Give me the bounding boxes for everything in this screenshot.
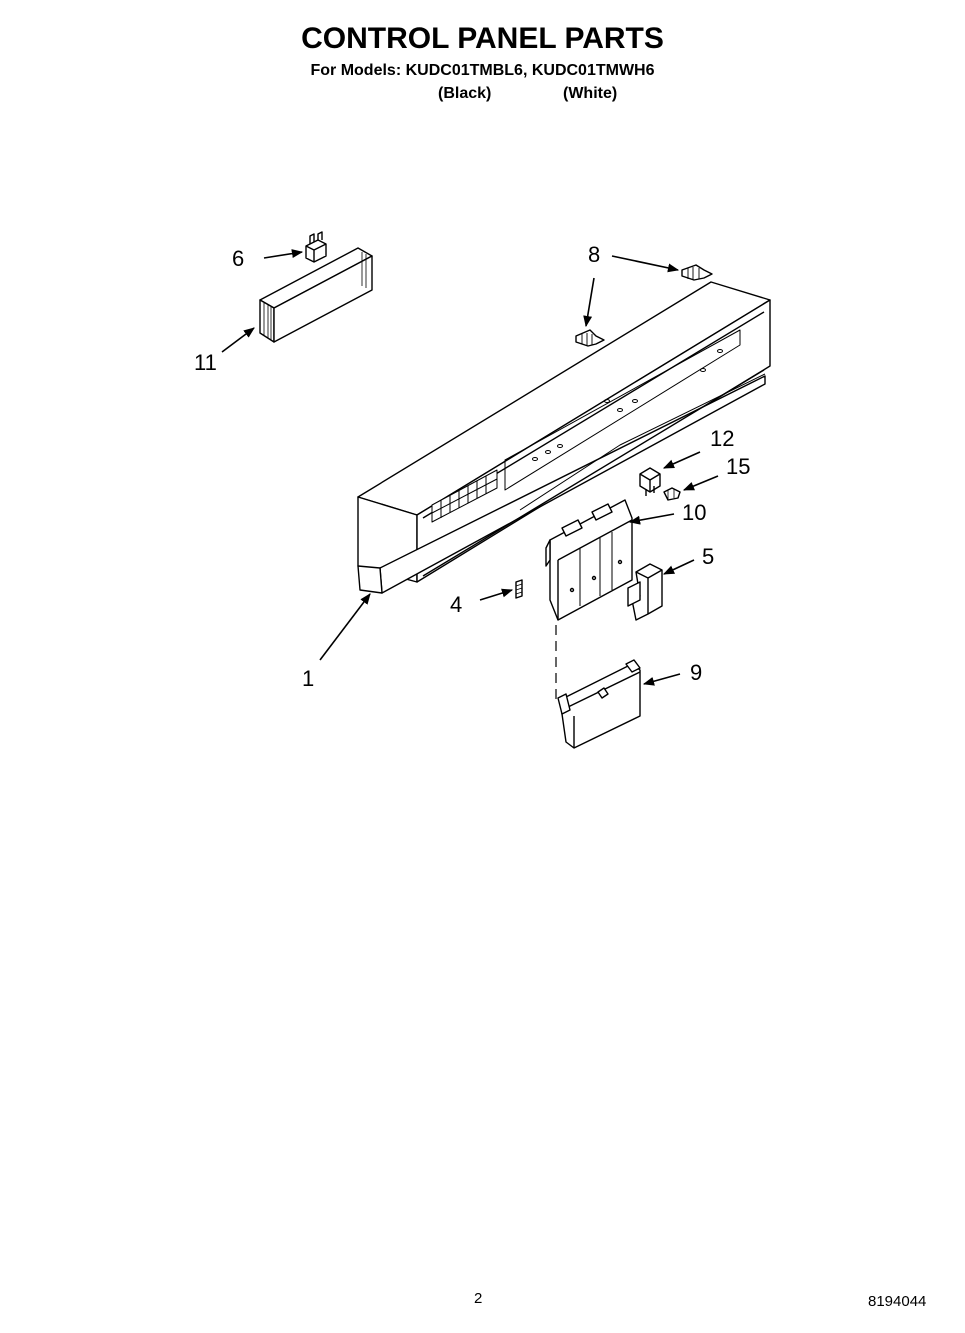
color-label-black: (Black) — [438, 85, 492, 102]
leader-arrow-8-upper — [611, 255, 680, 273]
control-panel-console — [357, 281, 771, 594]
page-title: CONTROL PANEL PARTS — [301, 22, 664, 55]
callout-8: 8 — [588, 242, 600, 267]
indicator-lights — [532, 349, 723, 461]
color-label-white: (White) — [563, 85, 618, 102]
page-number: 2 — [474, 1290, 483, 1307]
callout-15: 15 — [726, 454, 750, 479]
keypad-buttons — [431, 469, 498, 523]
small-clip-part — [305, 231, 327, 263]
small-screw-part — [663, 487, 681, 501]
spring-pin-part — [515, 579, 523, 599]
side-bracket-part — [627, 563, 663, 621]
callout-9: 9 — [690, 660, 702, 685]
callout-1: 1 — [302, 666, 314, 691]
keypad-strip-part — [259, 247, 373, 343]
callout-10: 10 — [682, 500, 706, 525]
screw-upper-part — [681, 264, 713, 281]
lower-bracket-part — [557, 659, 641, 749]
leader-arrow-11 — [221, 327, 255, 353]
leader-arrow-12 — [662, 451, 701, 469]
leader-arrow-1 — [319, 593, 371, 661]
callout-5: 5 — [702, 544, 714, 569]
switch-block-part — [639, 467, 661, 496]
callout-11: 11 — [194, 350, 217, 375]
leader-arrow-4 — [479, 588, 514, 601]
leader-arrow-10 — [628, 513, 675, 525]
leader-arrow-8-lower — [583, 277, 595, 328]
control-bracket-part — [545, 499, 633, 621]
leader-arrow-5 — [662, 559, 695, 575]
models-subtitle: For Models: KUDC01TMBL6, KUDC01TMWH6 — [310, 62, 655, 79]
callout-12: 12 — [710, 426, 734, 451]
document-number: 8194044 — [868, 1293, 927, 1310]
leader-arrow-6 — [263, 249, 304, 259]
leader-arrow-9 — [642, 673, 681, 686]
screw-lower-part — [575, 329, 605, 347]
leader-arrow-15 — [682, 475, 719, 491]
callout-4: 4 — [450, 592, 462, 617]
callout-6: 6 — [232, 246, 244, 271]
